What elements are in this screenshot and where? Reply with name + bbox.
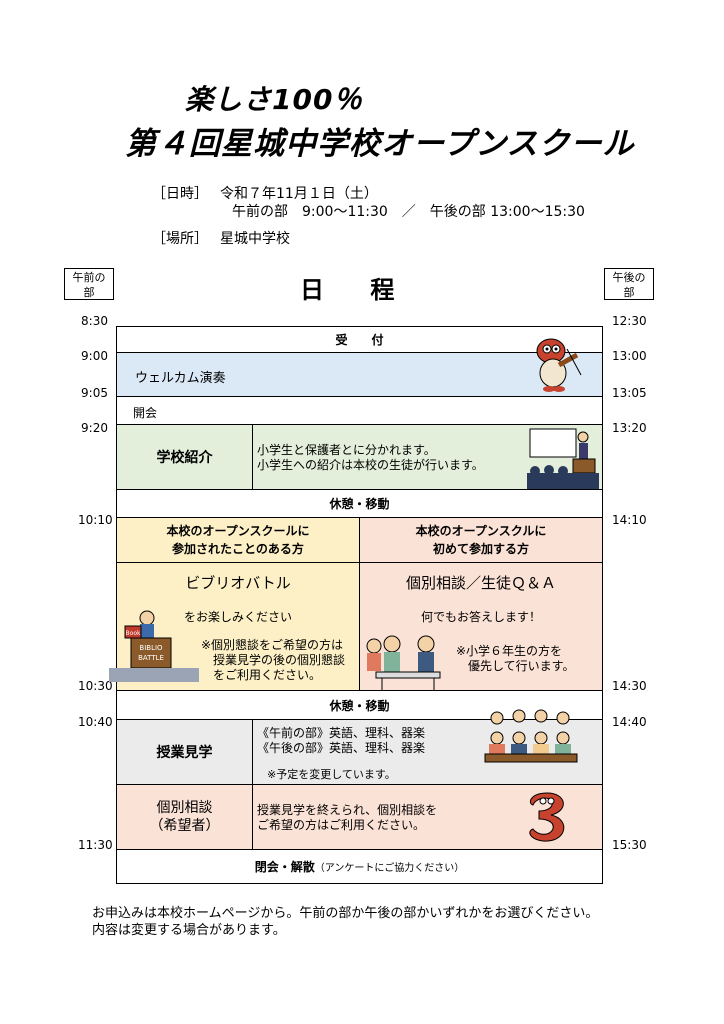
title-line2: 第４回星城中学校オープンスクール xyxy=(125,126,635,162)
intro-label: 学校紹介 xyxy=(117,425,253,489)
class-label: 授業見学 xyxy=(117,720,253,784)
closing-note: （アンケートにご協力ください） xyxy=(314,863,465,874)
violin-mascot-icon xyxy=(536,338,582,392)
biblio-sign-line1: BIBLIO xyxy=(139,644,163,652)
place-label: ［場所］ xyxy=(152,231,208,247)
closing-label: 閉会・解散 xyxy=(254,860,315,874)
am-time: 8:30 xyxy=(81,314,108,328)
am-time: 10:40 xyxy=(78,715,113,729)
right-title: 個別相談／生徒Ｑ＆Ａ xyxy=(405,574,556,592)
am-time: 9:20 xyxy=(81,421,108,435)
class-note: ※予定を変更しています。 xyxy=(267,768,396,781)
presentation-icon xyxy=(527,428,599,489)
returning-visitors-column: 本校のオープンスクールに 参加されたことのある方 ビブリオバトル をお楽しみくだ… xyxy=(109,517,360,691)
break1-row: 休憩・移動 xyxy=(116,489,603,518)
left-note: ※個別懇談をご希望の方は 授業見学の後の個別懇談 をご利用ください。 xyxy=(201,638,346,682)
left-header: 本校のオープンスクールに 参加されたことのある方 xyxy=(117,518,359,563)
schedule-heading: 日 程 xyxy=(300,276,395,304)
date-times: 午前の部 9:00～11:30 ／ 午後の部 13:00～15:30 xyxy=(232,204,585,220)
pm-time: 14:40 xyxy=(612,715,647,729)
classroom-students-icon xyxy=(484,709,578,763)
footer-notice: お申込みは本校ホームページから。午前の部か午後の部かいずれかをお選びください。 … xyxy=(92,906,599,938)
opening-row: 開会 xyxy=(116,396,603,425)
pm-time: 13:20 xyxy=(612,421,647,435)
consult-label: 個別相談 （希望者） xyxy=(117,785,253,849)
right-sub: 何でもお答えします！ xyxy=(420,610,541,624)
closing-row: 閉会・解散 （アンケートにご協力ください） xyxy=(116,849,603,884)
pm-time: 13:05 xyxy=(612,386,647,400)
book-label: Book xyxy=(126,630,141,637)
pm-time: 14:30 xyxy=(612,679,647,693)
am-time: 11:30 xyxy=(78,838,113,852)
consult-text: 授業見学を終えられ、個別相談を ご希望の方はご利用ください。 xyxy=(257,803,438,832)
consultation-icon xyxy=(366,635,441,690)
class-observation-row: 授業見学 《午前の部》英語、理科、器楽 《午後の部》英語、理科、器楽 ※予定を変… xyxy=(116,709,603,785)
am-session-box: 午前の 部 xyxy=(64,268,114,300)
mascot-icon xyxy=(529,792,565,842)
class-text: 《午前の部》英語、理科、器楽 《午後の部》英語、理科、器楽 xyxy=(257,726,426,755)
break2-label: 休憩・移動 xyxy=(329,698,390,713)
am-time: 9:05 xyxy=(81,386,108,400)
pm-time: 15:30 xyxy=(612,838,647,852)
opening-label: 開会 xyxy=(133,406,158,420)
right-header: 本校のオープンスクルに 初めて参加する方 xyxy=(360,518,602,563)
left-sub: をお楽しみください xyxy=(183,610,292,624)
am-time: 9:00 xyxy=(81,349,108,363)
reception-label: 受 付 xyxy=(335,333,384,347)
date-label: ［日時］ xyxy=(152,186,208,202)
left-title: ビブリオバトル xyxy=(185,574,291,592)
biblio-battle-icon: Book BIBLIO BATTLE xyxy=(109,610,199,682)
pm-time: 14:10 xyxy=(612,513,647,527)
am-time: 10:10 xyxy=(78,513,113,527)
welcome-label: ウェルカム演奏 xyxy=(135,371,226,386)
intro-row: 学校紹介 小学生と保護者とに分かれます。 小学生への紹介は本校の生徒が行います。 xyxy=(116,424,603,490)
pm-time: 13:00 xyxy=(612,349,647,363)
title-line1: 楽しさ100％ xyxy=(185,83,363,116)
welcome-row: ウェルカム演奏 xyxy=(116,338,603,397)
biblio-sign-line2: BATTLE xyxy=(138,654,164,662)
date-value: 令和７年11月１日（土） xyxy=(220,186,378,202)
consultation-row: 個別相談 （希望者） 授業見学を終えられ、個別相談を ご希望の方はご利用ください… xyxy=(116,784,603,850)
am-time: 10:30 xyxy=(78,679,113,693)
new-visitors-column: 本校のオープンスクルに 初めて参加する方 個別相談／生徒Ｑ＆Ａ 何でもお答えしま… xyxy=(359,517,603,691)
right-note: ※小学６年生の方を 優先して行います。 xyxy=(456,644,575,673)
place-value: 星城中学校 xyxy=(220,231,290,247)
intro-text: 小学生と保護者とに分かれます。 小学生への紹介は本校の生徒が行います。 xyxy=(257,443,484,472)
break1-label: 休憩・移動 xyxy=(329,497,390,511)
pm-session-box: 午後の 部 xyxy=(604,268,654,300)
pm-time: 12:30 xyxy=(612,314,647,328)
